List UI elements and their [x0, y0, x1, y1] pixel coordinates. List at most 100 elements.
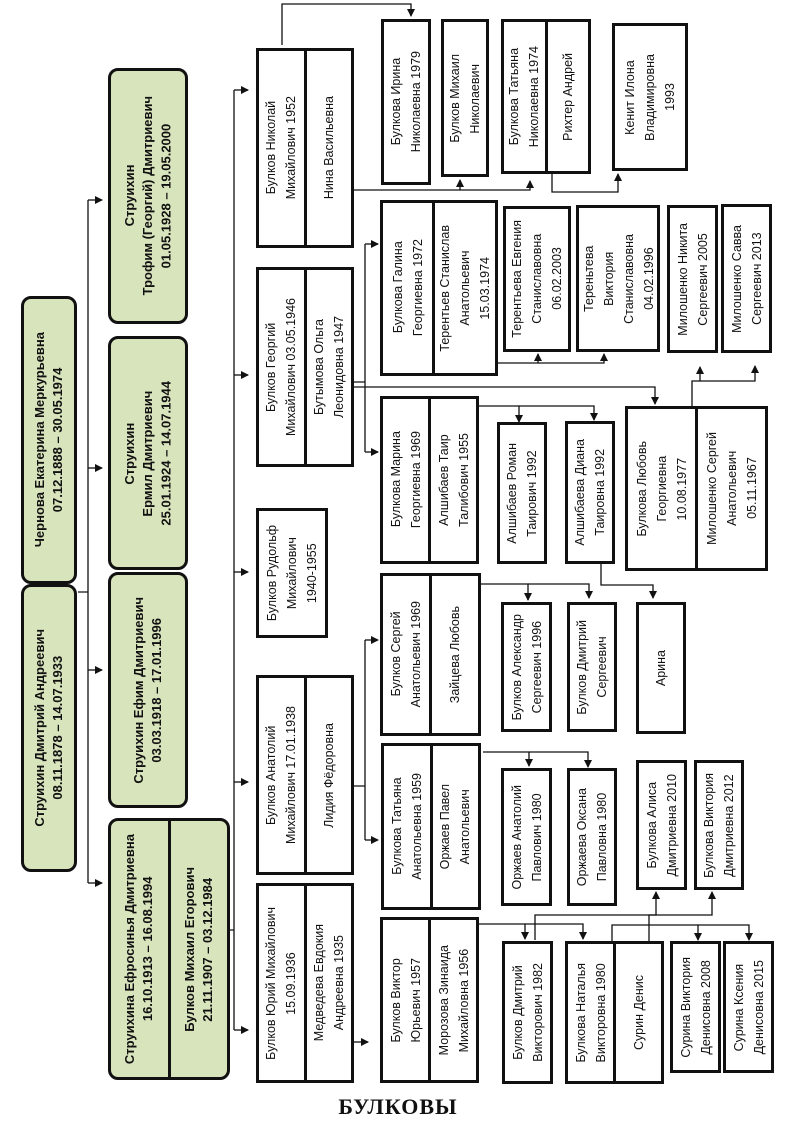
- person-cell: Алшибаев Роман Таирович 1992: [500, 425, 544, 561]
- person-card-arina[interactable]: Арина: [636, 602, 686, 734]
- person-cell: Булкова Ирина Николаевна 1979: [384, 22, 428, 182]
- person-card-diana[interactable]: Алшибаева Диана Таировна 1992: [565, 421, 615, 564]
- person-cell-nina: Нина Васильевна: [303, 51, 352, 245]
- person-card-alisa[interactable]: Булкова Алиса Дмитриевна 2010: [636, 760, 687, 890]
- couple-card-georgiy-olga[interactable]: Булков Георгий Михайлович 03.05.1946 Бут…: [256, 267, 354, 467]
- person-card-chernova[interactable]: Чернова Екатерина Меркурьевна 07.12.1888…: [21, 296, 77, 584]
- person-name: Оржаев Анатолий Павлович 1980: [509, 784, 544, 890]
- person-cell-tair: Алшибаев Таир Талибович 1955: [428, 399, 476, 561]
- person-card-efim[interactable]: Струихин Ефим Дмитриевич 03.03.1918 – 17…: [108, 572, 188, 808]
- couple-card-marina-tair[interactable]: Булкова Марина Георгиевна 1969 Алшибаев …: [380, 396, 479, 564]
- connector-viktor-children2: [525, 923, 587, 940]
- person-cell-anatoliy: Булков Анатолий Михайлович 17.01.1938: [259, 678, 304, 872]
- person-cell-galina: Булкова Галина Георгиевна 1972: [383, 203, 432, 373]
- person-card-kenit[interactable]: Кенит Илона Владимировна 1993: [612, 23, 688, 171]
- connector-nikolai-bottom2: [460, 180, 534, 191]
- person-card-oksana[interactable]: Оржаева Оксана Павловна 1980: [567, 768, 617, 906]
- person-cell-zinaida: Морозова Зинаида Михайловна 1956: [428, 920, 476, 1080]
- person-name: Оржаева Оксана Павловна 1980: [575, 787, 609, 887]
- connector-nikolai-top: [281, 3, 415, 45]
- person-name: Рихтер Андрей: [560, 52, 575, 141]
- person-card-viktoriya-t[interactable]: Тереньтева Виктория Станиславовна 04.02.…: [576, 205, 660, 352]
- person-card-roman[interactable]: Алшибаев Роман Таирович 1992: [497, 422, 547, 564]
- person-card-kseniya[interactable]: Сурина Ксения Денисовна 2015: [723, 941, 774, 1073]
- person-cell: Булкова Виктория Дмитриевна 2012: [697, 763, 741, 887]
- connector-natalya-surina2: [698, 924, 753, 941]
- couple-card-efrosinya-mikhail[interactable]: Струихина Ефросинья Дмитриевна 16.10.191…: [108, 818, 230, 1080]
- couple-card-anatoliy-lidiya[interactable]: Булков Анатолий Михайлович 17.01.1938 Ли…: [256, 675, 354, 875]
- person-cell: Терентьева Евгения Станиславовна 06.02.2…: [506, 209, 568, 349]
- person-card-dmitriy-s[interactable]: Булков Дмитрий Сергеевич: [567, 602, 617, 732]
- person-name: Оржаев Павел Анатольевич: [438, 783, 473, 870]
- person-name: Струихин Ермил Дмитриевич 25.01.1924 – 1…: [121, 380, 174, 526]
- person-name: Кенит Илона Владимировна 1993: [623, 53, 677, 141]
- person-card-viktoriya-s[interactable]: Сурина Виктория Денисовна 2008: [670, 941, 721, 1073]
- person-card-irina[interactable]: Булкова Ирина Николаевна 1979: [381, 19, 431, 185]
- person-card-ermil[interactable]: Струихин Ермил Дмитриевич 25.01.1924 – 1…: [108, 336, 188, 570]
- person-name: Булков Виктор Юрьевич 1957: [388, 957, 423, 1043]
- couple-card-tatyana-rikhter[interactable]: Булкова Татьяна Николаевна 1974 Рихтер А…: [501, 19, 591, 174]
- person-name: Алшибаев Таир Талибович 1955: [436, 433, 471, 527]
- couple-card-lyubov-sergey-m[interactable]: Булкова Любовь Георгиевна 10.08.1977 Мил…: [625, 406, 768, 571]
- person-cell: Сурина Ксения Денисовна 2015: [726, 944, 771, 1070]
- couple-card-viktor-zinaida[interactable]: Булков Виктор Юрьевич 1957 Морозова Зина…: [380, 917, 479, 1083]
- person-cell-zaitseva: Зайцева Любовь: [429, 576, 478, 733]
- person-card-aleksandr[interactable]: Булков Александр Сергеевич 1996: [501, 602, 552, 732]
- person-cell: Чернова Екатерина Меркурьевна 07.12.1888…: [24, 299, 74, 581]
- person-card-dmitriy-v[interactable]: Булков Дмитрий Викторович 1982: [502, 941, 553, 1084]
- person-card-dmitriy[interactable]: Струихин Дмитрий Андреевич 08.11.1878 – …: [21, 584, 77, 872]
- person-cell: Алшибаева Диана Таировна 1992: [568, 424, 612, 561]
- couple-card-nikolai-nina[interactable]: Булков Николай Михайлович 1952 Нина Васи…: [256, 48, 354, 248]
- person-name: Сурина Виктория Денисовна 2008: [678, 956, 713, 1058]
- person-name: Булков Георгий Михайлович 03.05.1946: [264, 298, 299, 436]
- person-name: Лидия Фёдоровна: [321, 722, 336, 828]
- person-card-trofim[interactable]: Струихин Трофим (Георгий) Дмитриевич 01.…: [108, 68, 188, 324]
- person-name: Булков Михаил Егорович 21.11.1907 – 03.1…: [181, 866, 215, 1032]
- connector-rikhter-kenit: [551, 173, 622, 193]
- couple-card-galina-terentyev[interactable]: Булкова Галина Георгиевна 1972 Терентьев…: [380, 200, 498, 376]
- person-cell: Милошенко Никита Сергеевич 2005: [670, 208, 715, 350]
- person-name: Булков Дмитрий Сергеевич: [575, 619, 609, 715]
- person-card-mikhail-n[interactable]: Булков Михаил Николаевич: [441, 19, 489, 177]
- connector-viktor-children: [478, 923, 529, 940]
- person-cell-georgiy: Булков Георгий Михайлович 03.05.1946: [259, 270, 304, 464]
- person-cell: Булков Дмитрий Сергеевич: [570, 605, 614, 729]
- person-card-savva[interactable]: Милошенко Савва Сергеевич 2013: [721, 204, 772, 353]
- person-cell-sergey-m: Милошенко Сергей Анатольевич 05.11.1967: [695, 409, 765, 568]
- person-cell-tatyana-n: Булкова Татьяна Николаевна 1974: [504, 22, 545, 171]
- person-name: Тереньтева Виктория Станиславовна 04.02.…: [582, 233, 656, 324]
- person-cell-tatyana-a: Булкова Татьяна Анатольевна 1959: [384, 746, 430, 907]
- couple-card-natalya-surin[interactable]: Булкова Наталья Викторовна 1980 Сурин Де…: [565, 941, 664, 1084]
- person-cell-marina: Булкова Марина Георгиевна 1969: [383, 399, 428, 561]
- person-cell: Булков Рудольф Михайлович 1940-1955: [259, 511, 325, 635]
- person-name: Булков Рудольф Михайлович 1940-1955: [265, 524, 319, 622]
- connector-anatoliy-spine: [353, 640, 366, 840]
- connector-georgiy-lyubov: [353, 386, 659, 405]
- person-cell: Булков Александр Сергеевич 1996: [504, 605, 549, 729]
- person-name: Булкова Марина Георгиевна 1969: [388, 431, 423, 529]
- couple-card-tatyana-pavel[interactable]: Булкова Татьяна Анатольевна 1959 Оржаев …: [381, 743, 481, 910]
- person-name: Булкова Виктория Дмитриевна 2012: [702, 772, 736, 878]
- person-name: Милошенко Никита Сергеевич 2005: [675, 222, 710, 336]
- person-card-evgeniya[interactable]: Терентьева Евгения Станиславовна 06.02.2…: [503, 206, 571, 352]
- person-cell-viktor: Булков Виктор Юрьевич 1957: [383, 920, 428, 1080]
- person-name: Булкова Галина Георгиевна 1972: [390, 239, 425, 337]
- person-cell-surin: Сурин Денис: [613, 944, 661, 1081]
- person-card-viktoriya-b[interactable]: Булкова Виктория Дмитриевна 2012: [694, 760, 744, 890]
- person-cell: Милошенко Савва Сергеевич 2013: [724, 207, 769, 350]
- couple-card-sergey-zaitseva[interactable]: Булков Сергей Анатольевич 1969 Зайцева Л…: [380, 573, 481, 736]
- person-card-nikita[interactable]: Милошенко Никита Сергеевич 2005: [667, 205, 718, 353]
- person-name: Булков Александр Сергеевич 1996: [509, 613, 544, 721]
- person-name: Алшибаев Роман Таирович 1992: [505, 442, 539, 544]
- couple-card-yuriy-evdokiya[interactable]: Булков Юрий Михайлович 15.09.1936 Медвед…: [256, 883, 354, 1083]
- person-name: Булков Николай Михайлович 1952: [264, 96, 299, 200]
- person-name: Морозова Зинаида Михайловна 1956: [436, 944, 471, 1056]
- connector-natalya-surina: [611, 924, 702, 941]
- person-card-anatoliy-o[interactable]: Оржаев Анатолий Павлович 1980: [501, 768, 552, 906]
- person-card-rudolf[interactable]: Булков Рудольф Михайлович 1940-1955: [256, 508, 328, 638]
- connector-marina-children2: [519, 405, 598, 421]
- person-name: Терентьева Евгения Станиславовна 06.02.2…: [510, 220, 564, 338]
- person-name: Сурин Денис: [631, 975, 646, 1050]
- person-cell-sergey: Булков Сергей Анатольевич 1969: [383, 576, 429, 733]
